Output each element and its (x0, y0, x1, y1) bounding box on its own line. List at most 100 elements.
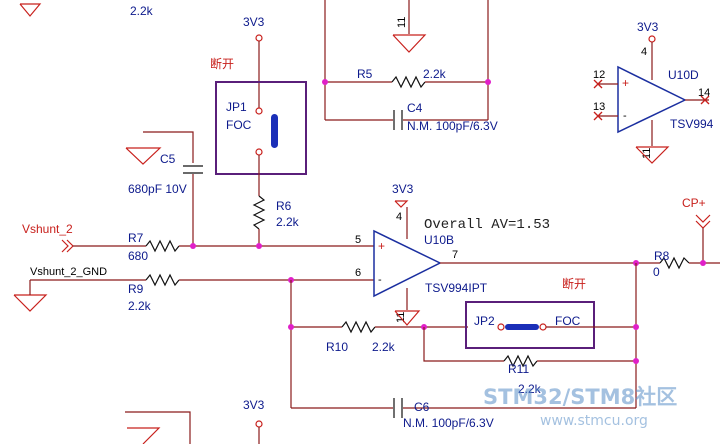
jp1-name: JP1 (226, 100, 247, 114)
r5-value: 2.2k (423, 67, 447, 81)
ground-symbol-vshunt (13, 294, 48, 312)
no-connect-13-b (593, 111, 603, 121)
jp1-box (215, 81, 307, 175)
ground-symbol-right (635, 146, 670, 164)
top-resistor-value: 2.2k (130, 4, 154, 18)
no-connect-12-b (593, 79, 603, 89)
r10-value: 2.2k (372, 340, 396, 354)
v3v3-label-top: 3V3 (243, 15, 265, 29)
pin-7: 7 (452, 249, 458, 261)
r9-value: 2.2k (128, 299, 152, 313)
jp2-name: JP2 (474, 314, 495, 328)
c6-name: C6 (414, 400, 430, 414)
jp2-pin-2 (539, 323, 547, 331)
pin-4-mid: 4 (396, 211, 402, 223)
r11-name: R11 (508, 362, 529, 376)
jp2-mode: FOC (555, 314, 581, 328)
cp-plus-net-label: CP+ (682, 196, 706, 210)
wire-bottom-left (125, 411, 191, 444)
r7-value: 680 (128, 249, 148, 263)
pin-4-right: 4 (641, 46, 647, 58)
resistor-r9 (145, 273, 180, 287)
jp1-jumper-cap (271, 114, 278, 148)
pin-11-right: 11 (641, 148, 653, 159)
u10d-plus: + (622, 76, 629, 90)
junction-r5-right (485, 79, 491, 85)
v3v3-port-top (255, 34, 263, 42)
resistor-r8 (659, 256, 690, 270)
jp1-open-note: 断开 (210, 56, 234, 71)
overall-gain-note: Overall AV=1.53 (424, 217, 550, 233)
ground-symbol-c5 (125, 147, 162, 165)
c4-value: N.M. 100pF/6.3V (407, 119, 498, 133)
pin-12: 12 (593, 69, 605, 81)
r7-name: R7 (128, 231, 144, 245)
watermark-url: www.stmcu.org (540, 413, 648, 429)
resistor-r11 (503, 354, 538, 368)
no-connect-14-b (700, 95, 710, 105)
c4-name: C4 (407, 101, 423, 115)
u10d-name: U10D (668, 68, 699, 82)
v3v3-port-right (648, 35, 656, 43)
u10b-name: U10B (424, 233, 454, 247)
resistor-r5 (391, 75, 426, 89)
c5-value: 680pF 10V (128, 182, 187, 196)
opamp-u10d (617, 65, 687, 134)
junction-r10-left (288, 324, 294, 330)
vshunt2-net-label: Vshunt_2 (22, 222, 73, 236)
jp1-pin-1 (255, 107, 263, 115)
jp1-pin-2 (255, 148, 263, 156)
junction-c5 (190, 243, 196, 249)
pin-11-top: 11 (396, 17, 408, 28)
jp2-jumper-cap (505, 324, 539, 330)
cp-plus-port-a (695, 214, 711, 223)
r8-value: 0 (653, 265, 660, 279)
u10b-minus: - (378, 274, 382, 286)
v3v3-label-right: 3V3 (637, 20, 659, 34)
vshunt2-port-a (61, 239, 69, 253)
r9-name: R9 (128, 282, 144, 296)
wire-c5-top (143, 131, 194, 163)
ground-symbol-top-left (19, 3, 42, 17)
pin-6: 6 (355, 267, 361, 279)
junction-r11-right (633, 358, 639, 364)
pin-5: 5 (355, 234, 361, 246)
u10d-part: TSV994 (670, 117, 714, 131)
v3v3-port-bottom (255, 420, 263, 428)
r8-name: R8 (654, 249, 670, 263)
jp2-pin-1 (497, 323, 505, 331)
u10b-part: TSV994IPT (425, 281, 488, 295)
vshunt2-gnd-net-label: Vshunt_2_GND (30, 266, 107, 278)
c6-value: N.M. 100pF/6.3V (403, 416, 494, 430)
pin-13: 13 (593, 101, 605, 113)
jp2-box (465, 301, 595, 349)
wire-r11-left (423, 327, 504, 362)
jp1-mode: FOC (226, 118, 252, 132)
v3v3-label-mid: 3V3 (392, 182, 414, 196)
r11-value: 2.2k (518, 382, 542, 396)
u10d-minus: - (623, 110, 627, 122)
r6-value: 2.2k (276, 215, 300, 229)
jp2-open-note: 断开 (562, 276, 586, 291)
c5-name: C5 (160, 152, 176, 166)
ground-symbol-bottom (127, 427, 161, 444)
resistor-r10 (341, 320, 376, 334)
ground-symbol-mid (394, 310, 421, 326)
resistor-r6 (252, 195, 266, 230)
v3v3-label-bottom: 3V3 (243, 398, 265, 412)
resistor-r7 (145, 239, 180, 253)
junction-cp-plus (700, 260, 706, 266)
u10b-plus: + (378, 239, 385, 253)
opamp-u10b (373, 229, 442, 298)
r10-name: R10 (326, 340, 348, 354)
v3v3-arrow-mid (394, 200, 409, 208)
r5-name: R5 (357, 67, 373, 81)
junction-r6 (256, 243, 262, 249)
junction-r5-left (322, 79, 328, 85)
r6-name: R6 (276, 199, 292, 213)
watermark-brand: STM32/STM8社区 (483, 385, 677, 409)
ground-symbol-top (392, 34, 427, 53)
junction-jp2-right (633, 324, 639, 330)
